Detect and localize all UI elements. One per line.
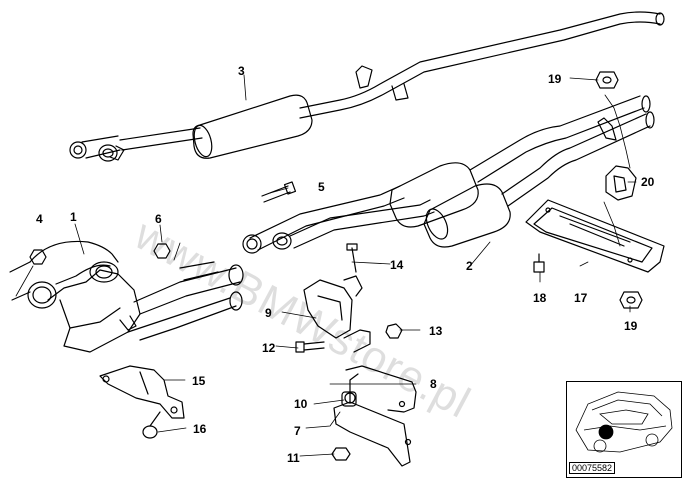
callout-7: 7	[294, 424, 301, 438]
callout-15: 15	[192, 374, 206, 388]
heat-shield	[525, 199, 665, 273]
manifold-catalyst	[9, 240, 244, 353]
callout-11: 11	[287, 451, 300, 465]
callout-12: 12	[262, 341, 276, 355]
callout-14: 14	[390, 258, 404, 272]
bracket-20	[605, 165, 637, 201]
callout-9: 9	[265, 306, 272, 320]
catalyst-pipe-assembly	[242, 95, 655, 254]
bracket-15	[99, 365, 185, 419]
callout-2: 2	[466, 259, 473, 273]
car-locator-frame	[566, 381, 682, 478]
callout-8: 8	[430, 377, 437, 391]
leader-lines	[15, 74, 637, 457]
callout-6: 6	[155, 212, 162, 226]
callout-20: 20	[641, 175, 655, 189]
callout-4: 4	[36, 212, 43, 226]
holder-bracket-9	[303, 275, 363, 339]
callout-16: 16	[193, 422, 207, 436]
callout-5: 5	[318, 180, 325, 194]
callout-1: 1	[70, 210, 77, 224]
diagram-code-label: 00075582	[569, 462, 616, 474]
callout-18: 18	[533, 291, 547, 305]
rear-silencer-pipe	[69, 11, 665, 162]
callout-10: 10	[294, 397, 308, 411]
callout-19-bottom: 19	[624, 319, 638, 333]
callout-19-top: 19	[548, 72, 562, 86]
callout-3: 3	[238, 64, 245, 78]
callout-17: 17	[574, 291, 588, 305]
callout-13: 13	[429, 324, 443, 338]
bracket-7-8	[333, 329, 417, 467]
